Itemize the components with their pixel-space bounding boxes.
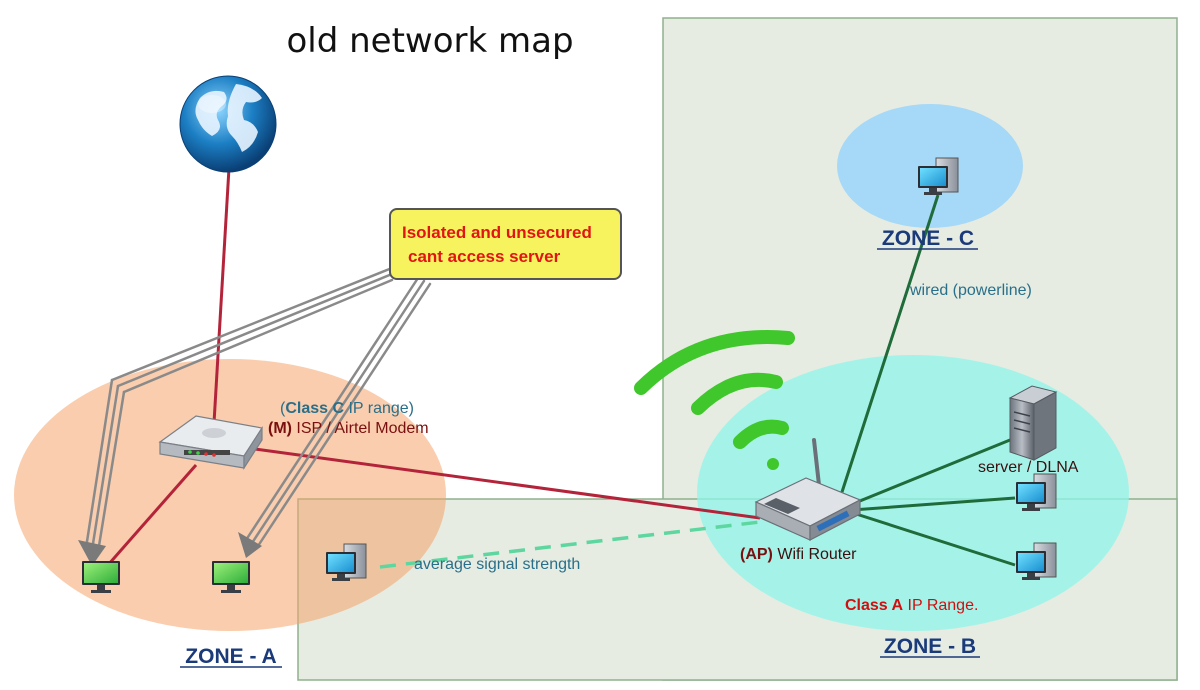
zone-b-computer-icon-1 [1016,473,1057,511]
router-to-pc1-link [851,496,1016,512]
router-to-pc2-link [849,510,1016,567]
modem-icon [158,415,263,471]
zone-b-area [697,355,1129,631]
zone-a-label: ZONE - A [185,645,276,668]
router-to-zone-c-link [840,194,940,493]
callout-box: Isolated and unsecured cant access serve… [389,208,622,280]
router-ip-range-label: Class A IP Range. [845,597,978,614]
wifi-signal-icon [634,330,795,470]
modem-to-router-link [254,447,761,520]
globe-icon [179,75,277,173]
callout-line-2: cant access server [408,247,561,266]
callout-line-1: Isolated and unsecured [402,223,592,242]
callout-arrow-left [84,266,394,554]
lan-links [840,194,1016,567]
modem-ip-range-label: (Class C IP range) [280,400,414,417]
callout-arrows [78,266,432,566]
modem-to-pc-link [106,464,198,566]
page-title: old network map [286,21,573,61]
zone-b-label: ZONE - B [884,635,976,658]
callout-arrow-right [244,276,432,548]
isp-links [106,167,761,566]
server-label: server / DLNA [978,459,1079,476]
zone-b-computer-icon-2 [1016,542,1057,580]
modem-name-label: (M) ISP / Airtel Modem [268,420,429,437]
callout-arrow-left-head [78,540,106,566]
zone-a-monitor-icon-2 [212,561,250,593]
signal-strength-label: average signal strength [414,556,580,573]
router-to-server-link [849,438,1011,507]
wired-powerline-label: wired (powerline) [909,282,1032,299]
router-icon [754,438,862,541]
internet-to-modem-link [212,167,231,424]
zone-c-label: ZONE - C [882,227,974,250]
zone-a-monitor-icon-1 [82,561,120,593]
router-name-label: (AP) Wifi Router [740,546,857,563]
wireless-computer-icon [326,543,367,581]
wireless-signal-link [379,520,761,569]
callout-arrow-right-head [238,532,262,558]
zone-c-computer-icon [918,157,959,195]
server-icon [1008,385,1058,461]
